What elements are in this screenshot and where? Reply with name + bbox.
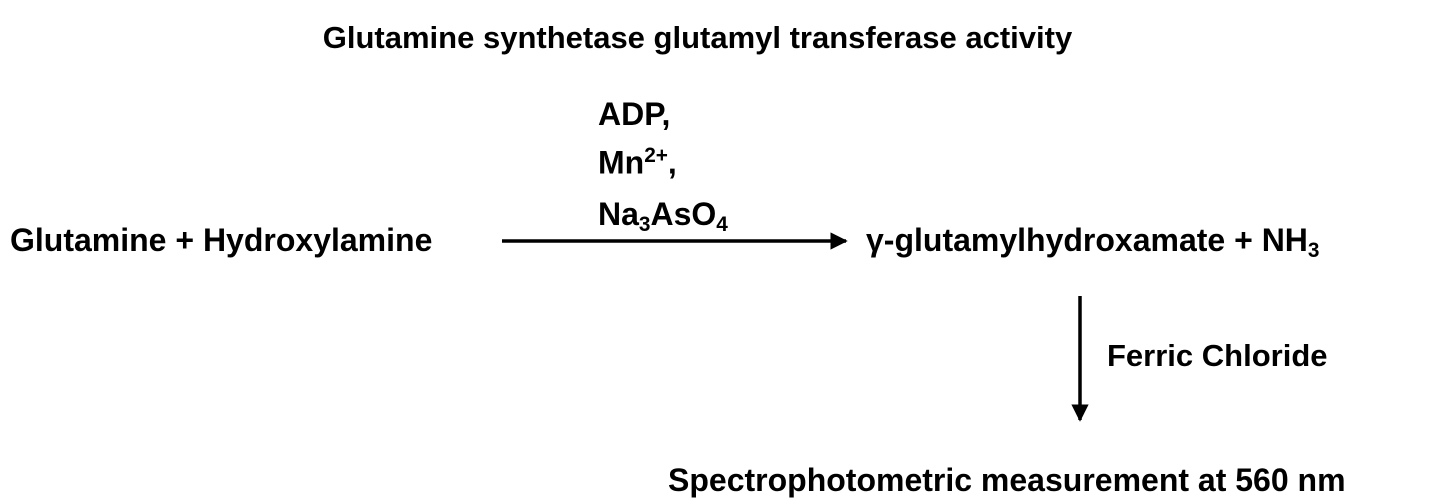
reagent-manganese-charge: 2+ — [644, 144, 668, 167]
reactants-label: Glutamine + Hydroxylamine — [10, 222, 433, 258]
reagent-sodium-arsenate: Na3AsO4 — [598, 198, 728, 236]
reagent-adp-text: ADP, — [598, 96, 671, 132]
reagent-manganese-symbol: Mn — [598, 144, 645, 181]
reagent-manganese-comma: , — [667, 144, 677, 181]
reagent-sodium-arsenate-sub2: 4 — [716, 213, 728, 237]
product-label-text: γ-glutamylhydroxamate + NH — [866, 222, 1308, 258]
reagent-sodium-arsenate-na: Na — [598, 196, 639, 232]
reagent-adp: ADP, — [598, 98, 670, 130]
reagent-manganese: Mn2+, — [598, 144, 677, 181]
product-label: γ-glutamylhydroxamate + NH3 — [866, 224, 1319, 262]
ferric-chloride-label: Ferric Chloride — [1107, 338, 1328, 373]
product-label-sub: 3 — [1307, 239, 1320, 263]
diagram-title: Glutamine synthetase glutamyl transferas… — [322, 20, 1073, 55]
reagent-sodium-arsenate-sub1: 3 — [638, 213, 651, 237]
reagent-sodium-arsenate-aso: AsO — [650, 196, 717, 232]
measurement-label: Spectrophotometric measurement at 560 nm — [668, 462, 1346, 498]
